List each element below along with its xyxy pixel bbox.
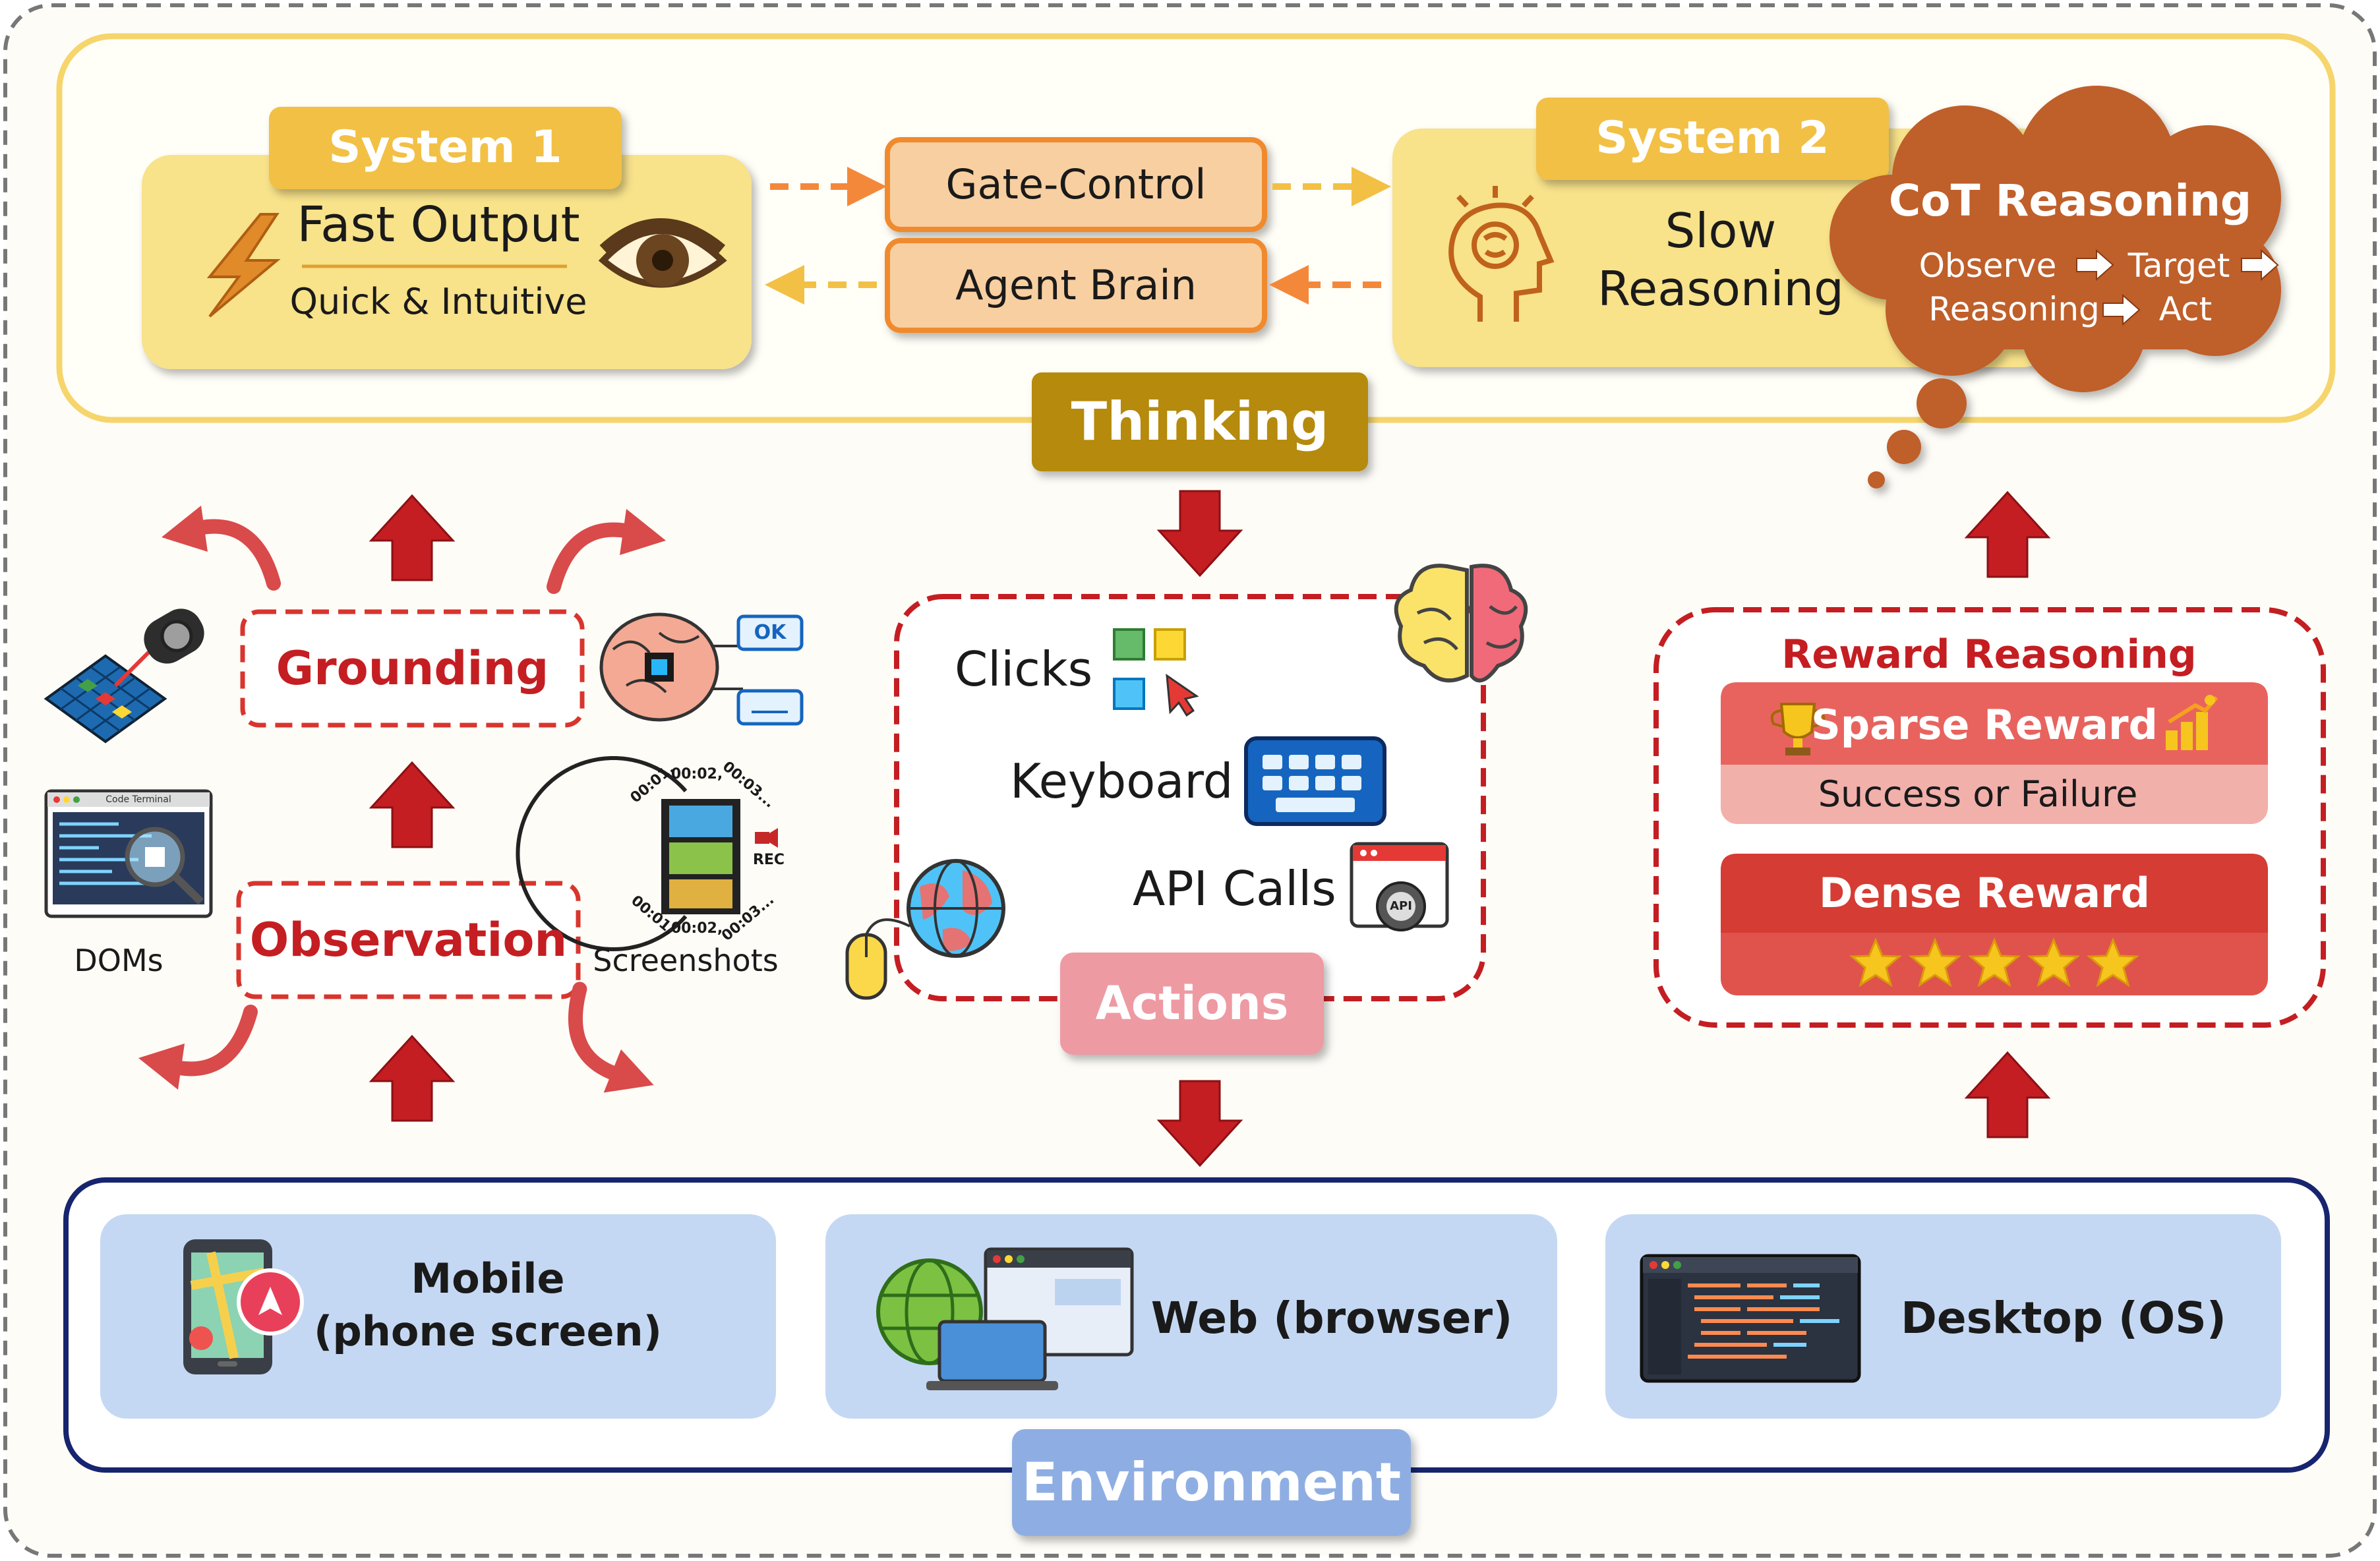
cubes-cursor-icon bbox=[1113, 628, 1199, 717]
system1-title-tab bbox=[269, 107, 622, 189]
thinking-label: Thinking bbox=[1071, 391, 1329, 452]
cot-step-target: Target bbox=[2127, 247, 2230, 285]
observation-box bbox=[236, 881, 581, 999]
doms-label: DOMs bbox=[74, 942, 164, 978]
cot-reasoning-cloud bbox=[1830, 86, 2281, 488]
keyboard-icon bbox=[1244, 736, 1386, 826]
achievement-chart-icon bbox=[2166, 695, 2218, 750]
thinking-tab bbox=[1032, 372, 1368, 471]
sparse-reward-label: Sparse Reward bbox=[1811, 701, 2158, 750]
actions-tab bbox=[1060, 953, 1324, 1055]
mobile-map-icon bbox=[183, 1239, 304, 1374]
grounding-box bbox=[240, 609, 585, 728]
fast-output-heading: Fast Output bbox=[297, 196, 580, 254]
dense-reward-header bbox=[1721, 854, 2268, 933]
desktop-code-icon bbox=[1640, 1254, 1861, 1383]
keyboard-label: Keyboard bbox=[1010, 753, 1234, 809]
agent-brain-label: Agent Brain bbox=[955, 261, 1197, 310]
sparse-reward-header bbox=[1721, 682, 2268, 765]
api-window-icon bbox=[1350, 842, 1449, 931]
mobile-label-line1: Mobile bbox=[411, 1254, 565, 1303]
head-brain-icon bbox=[1448, 186, 1555, 322]
screenshots-label: Screenshots bbox=[593, 942, 779, 978]
reward-reasoning-title: Reward Reasoning bbox=[1781, 631, 2197, 678]
system1-box bbox=[142, 155, 752, 369]
trophy-icon bbox=[1770, 703, 1826, 755]
rec-label: REC bbox=[752, 852, 785, 869]
api-calls-label: API Calls bbox=[1133, 860, 1336, 916]
ok-button-glyph: OK bbox=[754, 620, 787, 644]
brain-chip-icon bbox=[599, 612, 804, 726]
timecode-bottom-2: 00:02, bbox=[670, 920, 723, 937]
agent-brain-box bbox=[885, 238, 1267, 333]
timecode-top-2: 00:02, bbox=[670, 766, 723, 783]
api-badge: API bbox=[1390, 898, 1412, 913]
cot-title: CoT Reasoning bbox=[1888, 175, 2252, 227]
slow-heading-line2: Reasoning bbox=[1597, 260, 1844, 316]
gate-control-box bbox=[885, 137, 1267, 232]
grounding-label: Grounding bbox=[276, 641, 549, 695]
target-grid-camera-icon bbox=[44, 608, 204, 744]
cot-step-observe: Observe bbox=[1919, 247, 2057, 285]
web-label: Web (browser) bbox=[1150, 1293, 1513, 1344]
system2-title: System 2 bbox=[1595, 112, 1830, 165]
clicks-label: Clicks bbox=[955, 641, 1093, 697]
desktop-label: Desktop (OS) bbox=[1901, 1293, 2226, 1344]
dom-screen-icon bbox=[44, 789, 213, 918]
mobile-label-line2: (phone screen) bbox=[313, 1307, 663, 1356]
brain-icon bbox=[1394, 564, 1528, 683]
system1-title: System 1 bbox=[328, 121, 562, 174]
cot-step-reasoning: Reasoning bbox=[1928, 290, 2100, 329]
globe-mouse-icon bbox=[845, 859, 1005, 1000]
observation-label: Observation bbox=[249, 912, 568, 967]
system2-title-tab bbox=[1536, 98, 1889, 180]
environment-label: Environment bbox=[1021, 1452, 1402, 1513]
quick-intuitive-text: Quick & Intuitive bbox=[289, 280, 587, 322]
eye-icon bbox=[598, 218, 727, 288]
screenshot-film-icon bbox=[516, 756, 778, 951]
cot-step-act: Act bbox=[2158, 290, 2213, 329]
gate-control-label: Gate-Control bbox=[945, 160, 1206, 209]
slow-heading-line1: Slow bbox=[1665, 202, 1777, 258]
dense-reward-label: Dense Reward bbox=[1818, 869, 2151, 918]
code-terminal-label: Code Terminal bbox=[105, 794, 171, 805]
environment-tab bbox=[1012, 1429, 1411, 1536]
web-browser-icon bbox=[876, 1247, 1134, 1390]
actions-label: Actions bbox=[1095, 976, 1289, 1031]
cot-step-arrows bbox=[2076, 249, 2279, 326]
sparse-reward-desc: Success or Failure bbox=[1818, 773, 2138, 815]
lightning-icon bbox=[206, 213, 281, 318]
